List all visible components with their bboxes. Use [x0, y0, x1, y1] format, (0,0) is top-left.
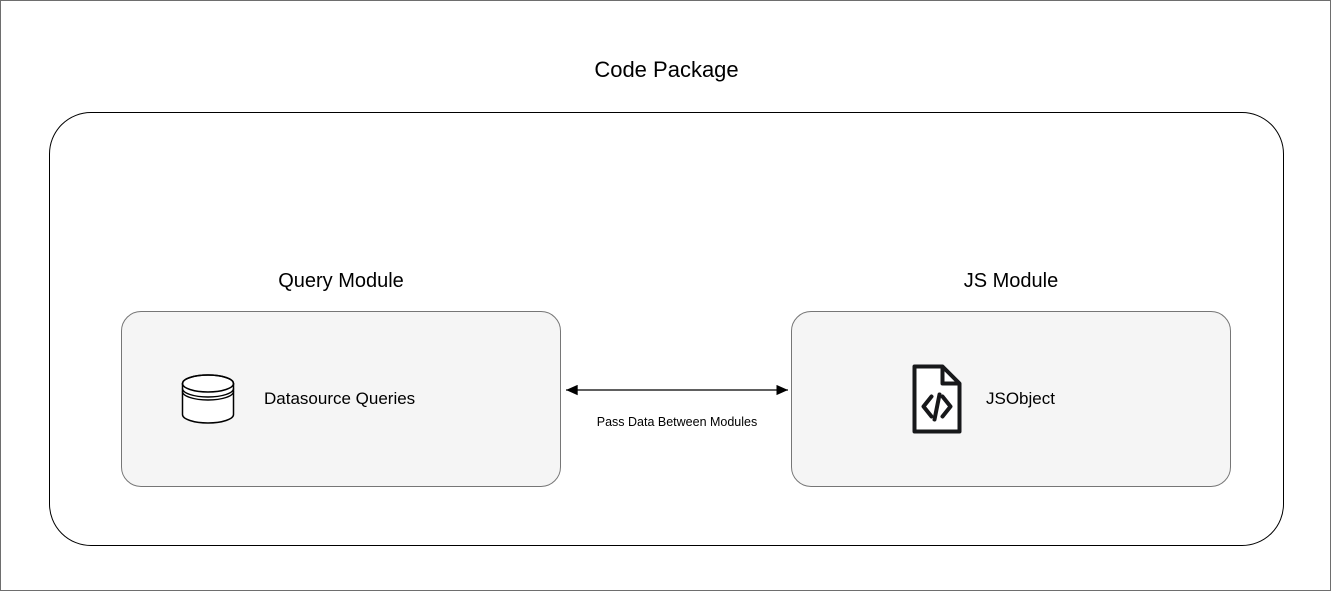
datasource-queries-label: Datasource Queries — [264, 389, 416, 408]
pass-data-connector-label: Pass Data Between Modules — [596, 415, 758, 429]
query-module-box[interactable]: Datasource Queries — [121, 311, 561, 487]
js-module-label: JS Module — [963, 270, 1059, 292]
code-package-container — [49, 112, 1284, 546]
js-module-content: JSObject — [792, 312, 1330, 486]
query-module-content: Datasource Queries — [122, 312, 618, 486]
js-module-box[interactable]: JSObject — [791, 311, 1231, 487]
query-module-label: Query Module — [278, 270, 404, 292]
code-file-icon — [912, 364, 962, 434]
database-icon — [180, 372, 236, 426]
pass-data-connector-arrow — [566, 384, 788, 396]
jsobject-label: JSObject — [986, 389, 1055, 408]
page-title: Code Package — [594, 57, 739, 82]
